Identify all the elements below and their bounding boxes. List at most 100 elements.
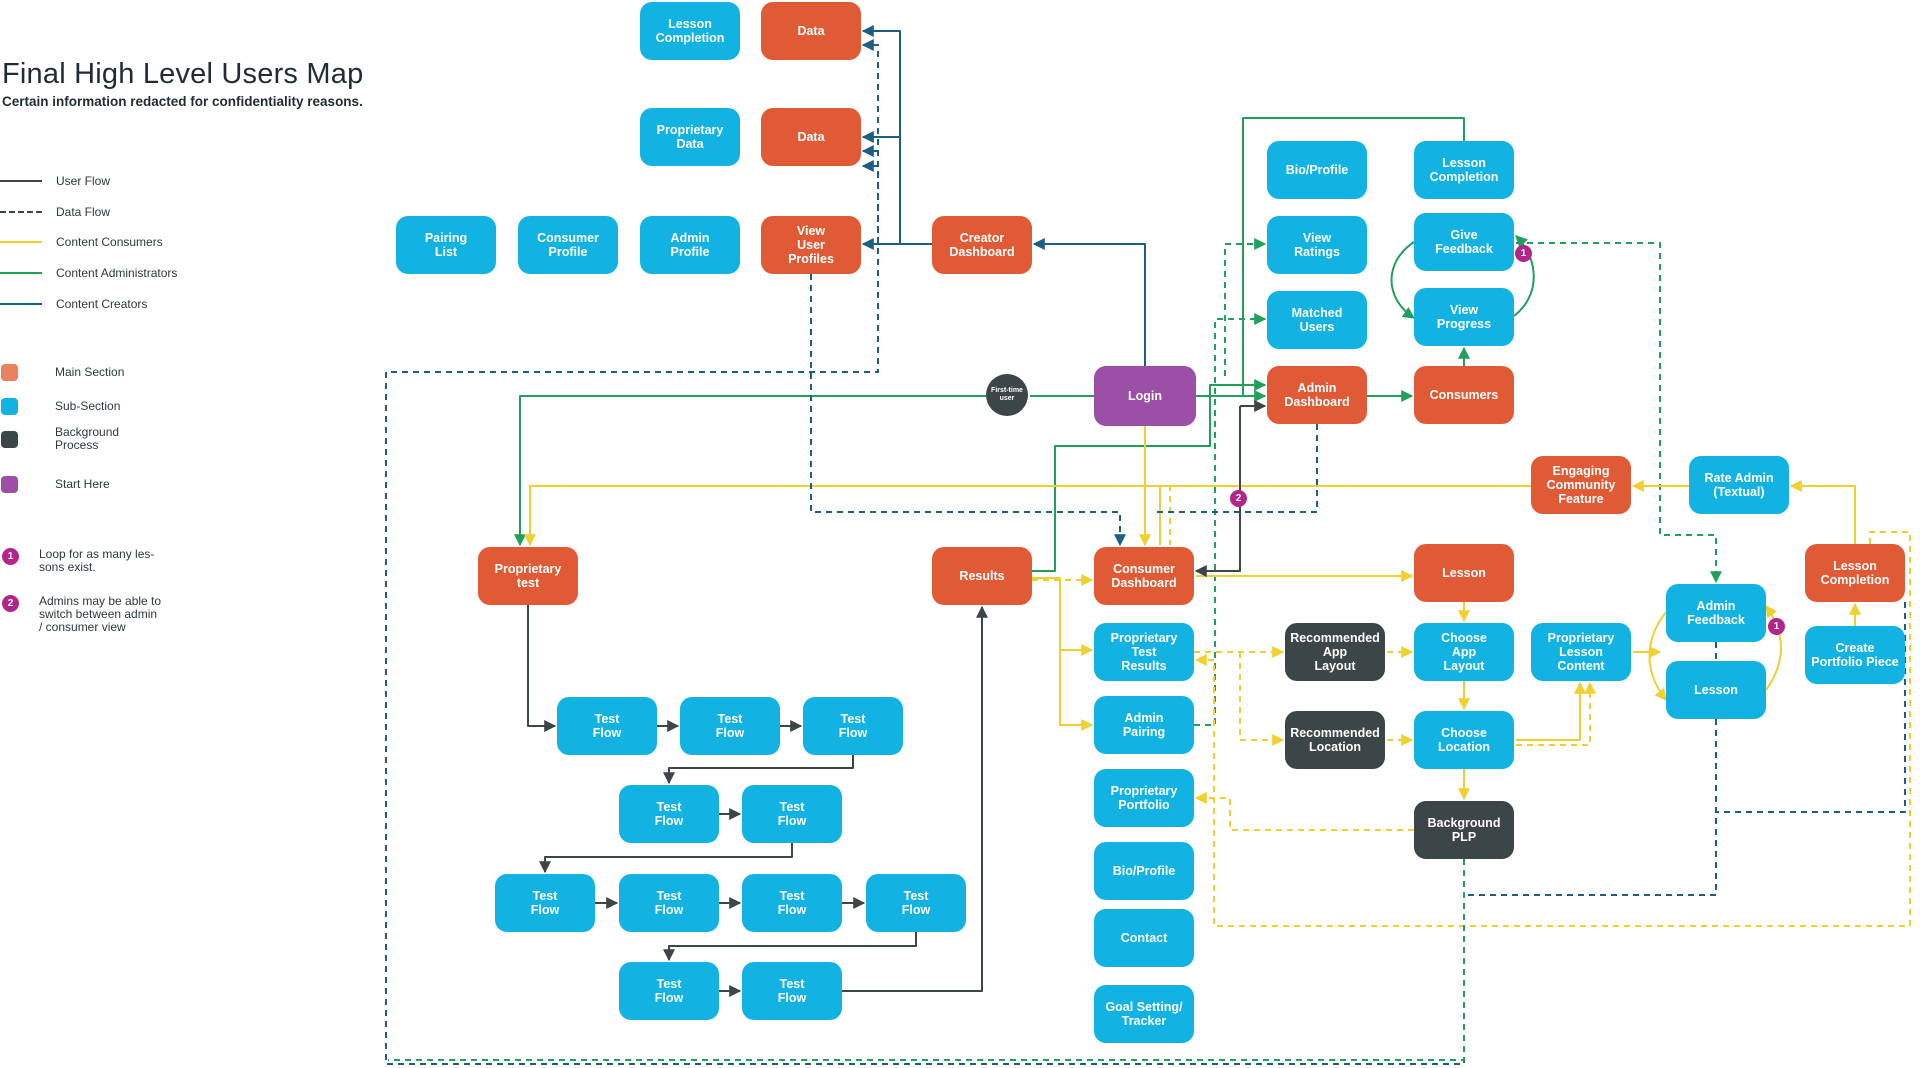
node-test-flow-1[interactable]: Test Flow [557,697,657,755]
node-lesson-mid[interactable]: Lesson [1414,544,1514,602]
node-give-feedback[interactable]: Give Feedback [1414,213,1514,271]
legend-line-label: Content Creators [56,296,148,311]
node-test-flow-8[interactable]: Test Flow [742,874,842,932]
map-badge-switch-view: 2 [1230,490,1247,507]
node-view-ratings[interactable]: View Ratings [1267,216,1367,274]
node-background-plp[interactable]: Background PLP [1414,801,1514,859]
legend-line-swatch [0,272,42,274]
node-pairing-list[interactable]: Pairing List [396,216,496,274]
node-choose-location[interactable]: Choose Location [1414,711,1514,769]
edge-adminfb-lesson-loop-left [1648,611,1667,701]
note-text: Loop for as many les- sons exist. [39,547,155,574]
legend-swatch-label: Main Section [55,364,125,379]
edge-admin-dash-ratings-dashed [1224,238,1267,376]
node-create-portfolio[interactable]: Create Portfolio Piece [1805,626,1905,684]
node-results[interactable]: Results [932,547,1032,605]
edge-vup-cd-dashed [810,274,1126,547]
edge-lcm-plp-dashed [1716,602,1906,813]
legend-line-label: Data Flow [56,204,111,219]
node-admin-feedback[interactable]: Admin Feedback [1666,584,1766,642]
edge-tf9-tf10 [663,932,917,962]
edge-tf3-tf4 [663,755,854,785]
legend-swatch-item: Start Here [0,470,110,498]
node-rate-admin[interactable]: Rate Admin (Textual) [1689,456,1789,514]
node-proprietary-lesson-content[interactable]: Proprietary Lesson Content [1531,623,1631,681]
node-lesson-completion-top[interactable]: Lesson Completion [640,2,740,60]
legend-swatch-label: Background Process [55,425,120,452]
node-engaging-community[interactable]: Engaging Community Feature [1531,456,1631,514]
node-test-flow-10[interactable]: Test Flow [619,962,719,1020]
edge-tf5-tf6 [539,843,793,874]
legend-line-swatch [0,180,42,182]
node-test-flow-11[interactable]: Test Flow [742,962,842,1020]
edge-engaging-pt [524,485,1531,547]
edge-results-admin [1032,379,1267,572]
node-login[interactable]: Login [1094,366,1196,426]
node-bio-profile-bottom[interactable]: Bio/Profile [1094,842,1194,900]
node-proprietary-test[interactable]: Proprietary test [478,547,578,605]
node-consumer-profile[interactable]: Consumer Profile [518,216,618,274]
node-proprietary-test-results[interactable]: Proprietary Test Results [1094,623,1194,681]
edge-adminfb-plp-dashed [1465,642,1717,896]
node-choose-app-layout[interactable]: Choose App Layout [1414,623,1514,681]
node-test-flow-2[interactable]: Test Flow [680,697,780,755]
node-data-2[interactable]: Data [761,108,861,166]
edge-creator-data1 [861,25,901,244]
node-proprietary-portfolio[interactable]: Proprietary Portfolio [1094,769,1194,827]
node-matched-users[interactable]: Matched Users [1267,291,1367,349]
edge-results-ap [1059,650,1094,731]
edge-lcm-rate [1789,480,1856,544]
edge-tf11-results [842,605,988,992]
node-admin-pairing[interactable]: Admin Pairing [1094,696,1194,754]
edge-admin-loop-up [1242,117,1465,396]
node-contact[interactable]: Contact [1094,909,1194,967]
node-test-flow-6[interactable]: Test Flow [495,874,595,932]
node-admin-dashboard[interactable]: Admin Dashboard [1267,366,1367,424]
node-first-time-user[interactable]: First-time user [986,374,1028,416]
node-consumers[interactable]: Consumers [1414,366,1514,424]
edge-vup-data1-dashed [861,39,879,244]
edge-pt-to-tf1 [527,605,557,732]
edge-bottom-loop-dashed [385,160,1465,1065]
note-text: Admins may be able to switch between adm… [39,594,162,634]
edge-switch-admin-to-cd [1194,406,1241,577]
node-test-flow-9[interactable]: Test Flow [866,874,966,932]
edge-lcm-loop-dashed [1194,531,1911,927]
note-badge-icon: 1 [2,548,19,565]
node-consumer-dashboard[interactable]: Consumer Dashboard [1094,547,1194,605]
node-goal-setting[interactable]: Goal Setting/ Tracker [1094,985,1194,1043]
edge-cl-plc [1516,681,1586,741]
node-lesson-completion-main[interactable]: Lesson Completion [1805,544,1905,602]
node-view-progress[interactable]: View Progress [1414,288,1514,346]
node-test-flow-4[interactable]: Test Flow [619,785,719,843]
legend-color-swatch [1,363,18,381]
node-test-flow-7[interactable]: Test Flow [619,874,719,932]
node-lesson-completion-right[interactable]: Lesson Completion [1414,141,1514,199]
legend-line-swatch [0,241,42,243]
legend-swatch-label: Sub-Section [55,398,121,413]
node-recommended-app-layout[interactable]: Recommended App Layout [1285,623,1385,681]
node-view-user-profiles[interactable]: View User Profiles [761,216,861,274]
legend-line-item: Content Consumers [0,232,163,252]
map-badge-loop-give-feedback: 1 [1515,245,1532,262]
edge-firsttime-pt [514,395,986,547]
map-badge-loop-admin-feedback: 1 [1768,618,1785,635]
node-recommended-location[interactable]: Recommended Location [1285,711,1385,769]
legend-line-item: User Flow [0,171,110,191]
legend-note: 1 Loop for as many les- sons exist. [2,548,154,574]
legend-swatch-item: Main Section [0,358,124,386]
node-test-flow-5[interactable]: Test Flow [742,785,842,843]
node-admin-profile[interactable]: Admin Profile [640,216,740,274]
node-data-1[interactable]: Data [761,2,861,60]
node-creator-dashboard[interactable]: Creator Dashboard [932,216,1032,274]
node-lesson-sub[interactable]: Lesson [1666,661,1766,719]
legend-line-label: Content Administrators [56,265,178,280]
node-test-flow-3[interactable]: Test Flow [803,697,903,755]
edge-give-progress-loop-left [1390,241,1415,319]
node-proprietary-data[interactable]: Proprietary Data [640,108,740,166]
edge-results-ptr [1032,577,1094,656]
node-bio-profile-top[interactable]: Bio/Profile [1267,141,1367,199]
legend-color-swatch [1,430,18,448]
legend-line-swatch [0,303,42,305]
